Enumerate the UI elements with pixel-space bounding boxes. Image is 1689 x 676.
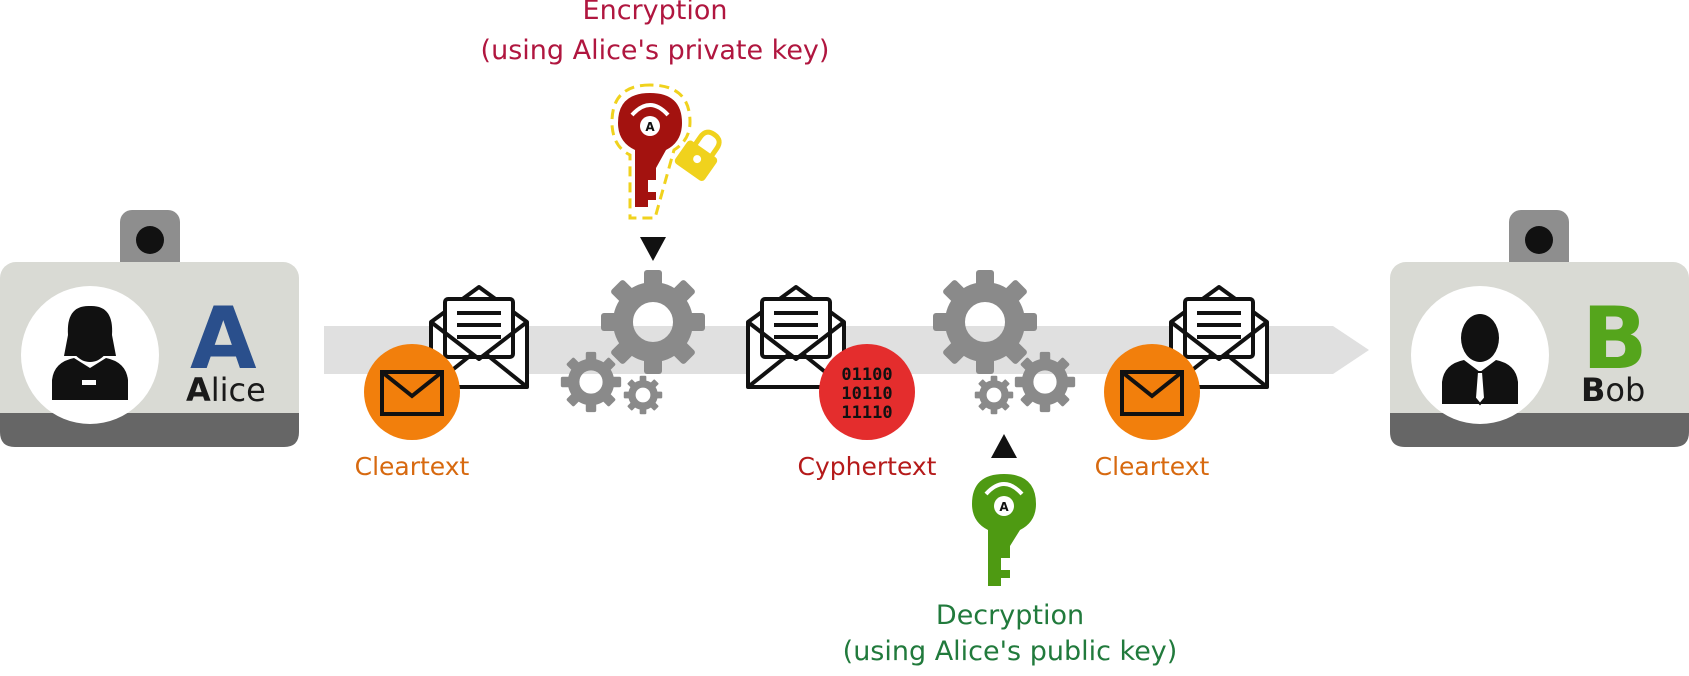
bob-badge [1390,210,1689,447]
alice-avatar-icon [52,305,128,400]
alice-name-rest: lice [210,371,266,409]
binary-line-2: 10110 [841,384,892,404]
bob-name-rest: ob [1605,371,1646,409]
lock-icon [674,129,722,181]
binary-line-3: 11110 [841,403,892,423]
alice-badge-letter: A [190,289,257,389]
cleartext-label-right: Cleartext [1094,452,1210,481]
alice-name: Alice [186,374,266,406]
public-key-icon: A [972,474,1036,586]
private-key-icon: A [610,83,722,220]
binary-line-1: 01100 [841,365,892,385]
bob-name: Bob [1581,374,1645,406]
alice-name-initial: A [186,371,211,409]
cleartext-envelope-icon-right [1104,344,1200,440]
public-key-letter: A [999,500,1009,514]
cleartext-envelope-icon-left [364,344,460,440]
down-triangle-icon [640,237,666,261]
encryption-title: Encryption [582,0,728,26]
encryption-subtitle: (using Alice's private key) [480,35,830,66]
cyphertext-label: Cyphertext [797,452,937,481]
alice-badge [0,210,299,447]
decryption-title: Decryption [935,600,1085,631]
bob-badge-letter: B [1582,289,1648,389]
cleartext-label-left: Cleartext [354,452,470,481]
decryption-subtitle: (using Alice's public key) [842,636,1178,667]
up-triangle-icon [991,434,1017,458]
bob-avatar-icon [1442,314,1518,406]
private-key-letter: A [645,120,655,134]
bob-name-initial: B [1581,371,1606,409]
cyphertext-binary-icon: 01100 10110 11110 [819,344,915,440]
